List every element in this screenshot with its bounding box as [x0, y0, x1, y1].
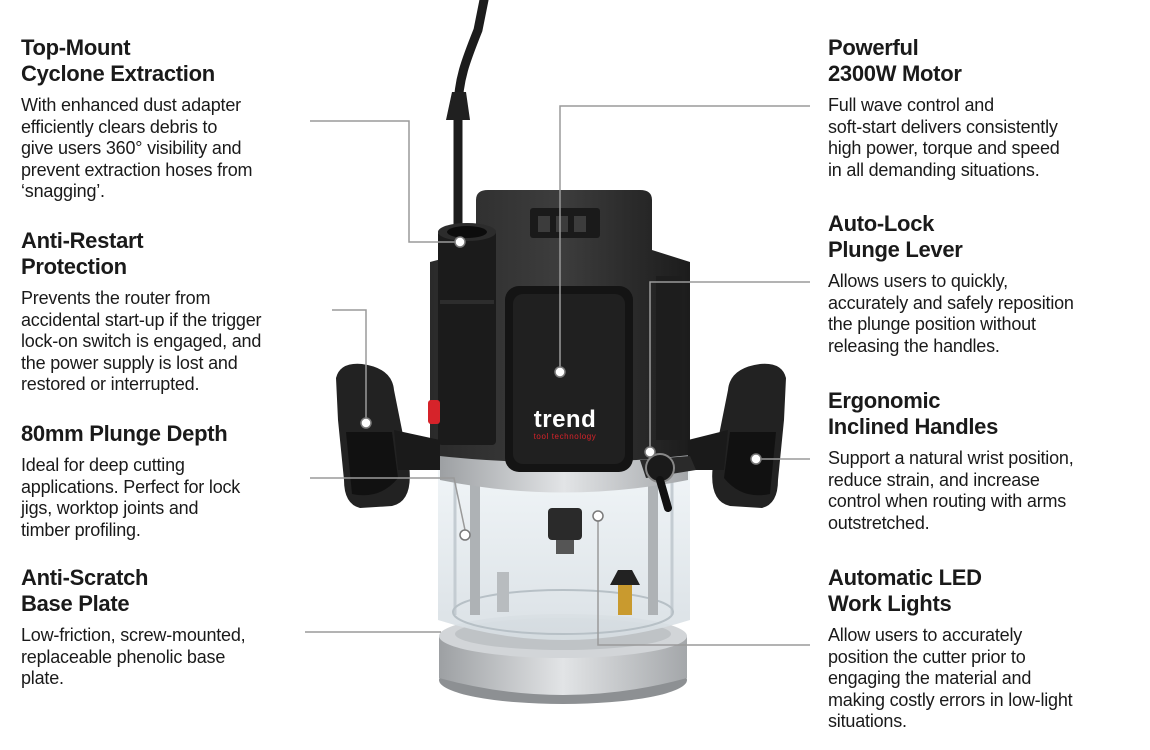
collet — [548, 508, 582, 554]
dot-handle — [750, 453, 762, 465]
feature-body: Low-friction, screw-mounted,replaceable … — [21, 625, 246, 688]
extraction-tube — [438, 223, 496, 445]
leader-led — [597, 516, 810, 646]
right-handle — [688, 363, 786, 508]
feature-plunge-depth: 80mm Plunge Depth Ideal for deep cutting… — [21, 421, 326, 541]
depth-stop-knob — [497, 570, 640, 615]
leader-dots — [360, 236, 762, 541]
brand-wordmark: trend — [533, 406, 597, 433]
dot-motor — [554, 366, 566, 378]
left-handle — [336, 363, 440, 508]
dot-led — [592, 510, 604, 522]
leader-restart — [332, 309, 367, 423]
leader-lever — [649, 281, 810, 452]
dot-plunge-depth — [459, 529, 471, 541]
restart-switch — [428, 400, 440, 424]
plunge-lever — [640, 276, 696, 512]
dot-lever — [644, 446, 656, 458]
leader-motor — [559, 105, 810, 372]
dot-cyclone — [454, 236, 466, 248]
leader-cyclone — [310, 120, 460, 243]
leader-lines — [305, 105, 810, 646]
dot-restart — [360, 417, 372, 429]
feature-body: Allows users to quickly,accurately and s… — [828, 271, 1074, 356]
feature-title: 80mm Plunge Depth — [21, 421, 228, 446]
brand-tagline: tool technology — [533, 432, 597, 441]
brand-logo: trend tool technology — [520, 408, 610, 442]
feature-body: Support a natural wrist position,reduce … — [828, 448, 1074, 533]
